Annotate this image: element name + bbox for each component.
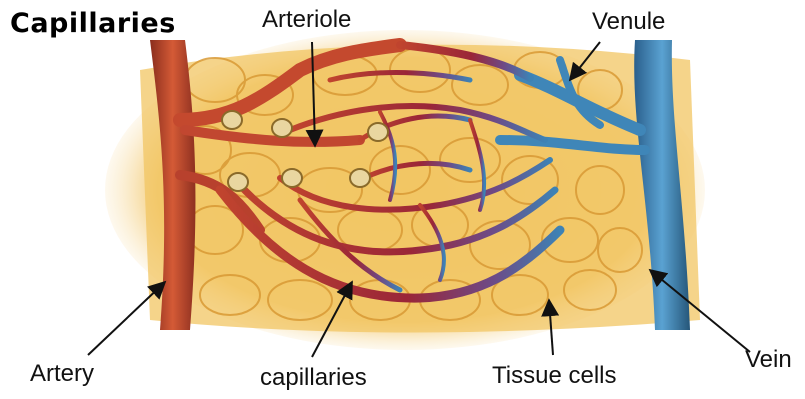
label-capillaries: capillaries	[260, 364, 367, 392]
sphincter	[222, 111, 242, 129]
sphincter	[228, 173, 248, 191]
sphincter	[368, 123, 388, 141]
label-tissue-cells: Tissue cells	[492, 362, 616, 390]
label-venule: Venule	[592, 8, 665, 36]
sphincter	[272, 119, 292, 137]
label-arteriole: Arteriole	[262, 6, 351, 34]
sphincter	[350, 169, 370, 187]
sphincter	[282, 169, 302, 187]
label-vein: Vein	[745, 346, 792, 374]
label-artery: Artery	[30, 360, 94, 388]
diagram-title: Capillaries	[10, 8, 176, 39]
